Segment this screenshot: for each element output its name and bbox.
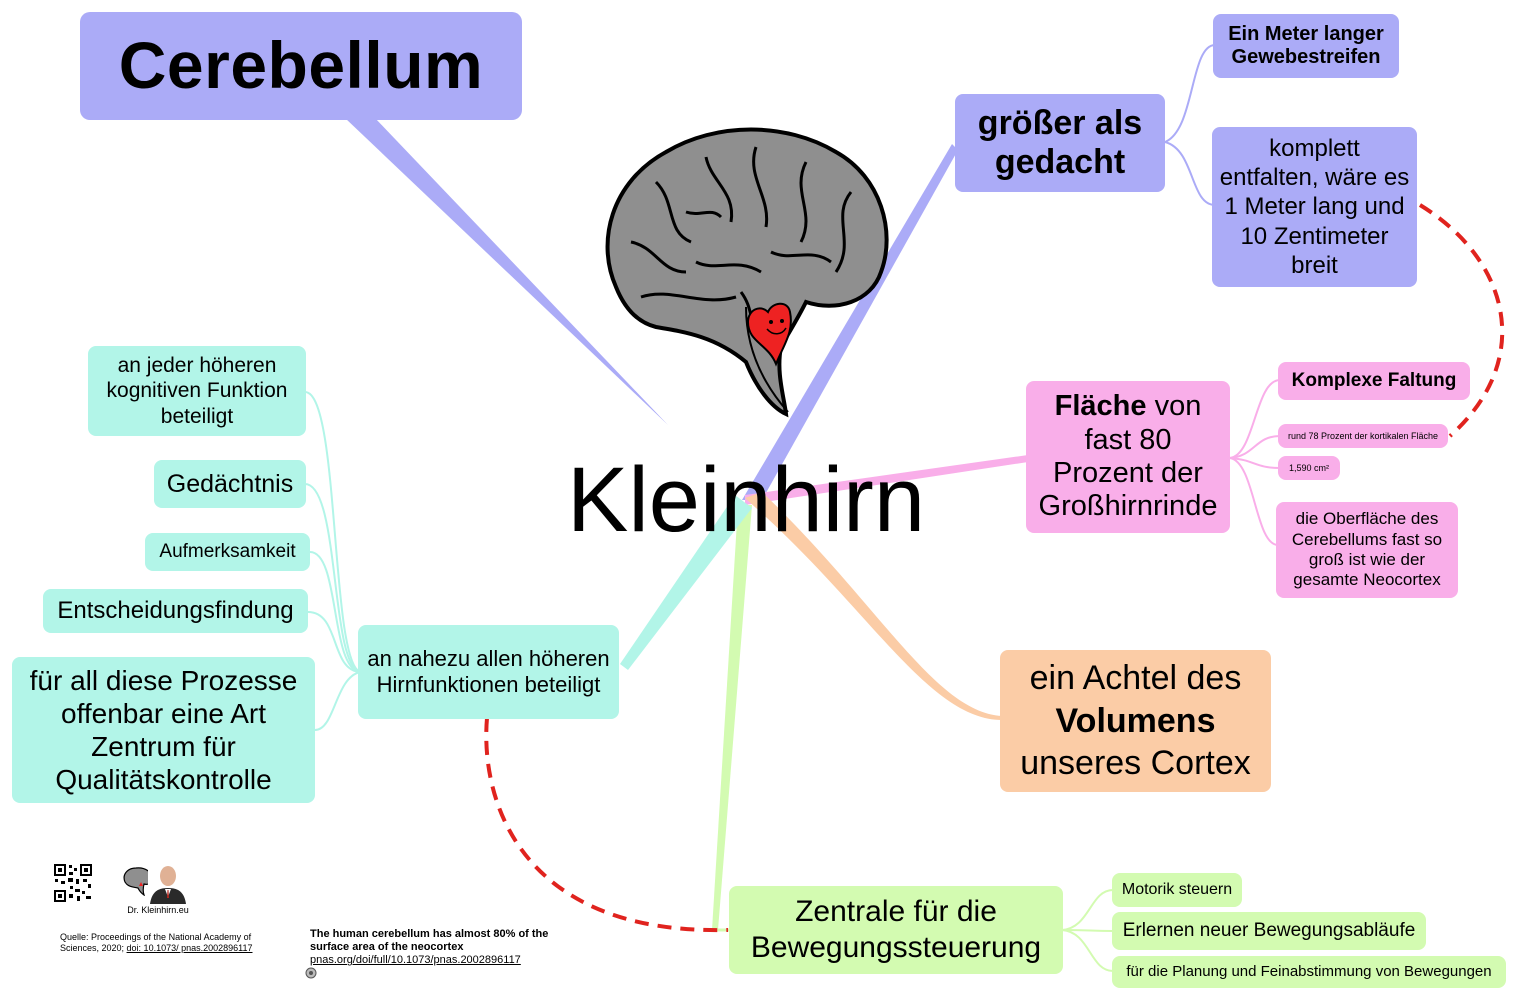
achtel-line1: ein Achtel des — [1029, 659, 1242, 698]
entscheidungsfindung-node[interactable]: Entscheidungsfindung — [43, 589, 308, 633]
motorik-node[interactable]: Motorik steuern — [1112, 873, 1242, 907]
brain-logo-icon — [123, 867, 153, 896]
teal-branch-line — [620, 495, 752, 670]
heart-icon — [746, 302, 792, 367]
orange-branch-line — [745, 492, 1002, 720]
brain-illustration — [605, 127, 889, 418]
achtel-volumen-node[interactable]: ein Achtel des Volumens unseres Cortex — [1000, 650, 1271, 792]
pink-branch-line — [745, 455, 1028, 505]
teal-sublines — [304, 391, 361, 731]
green-branch-line — [712, 505, 752, 930]
link-icon[interactable] — [305, 967, 317, 979]
source-doi-link[interactable]: doi: 10.1073/ pnas.2002896117 — [126, 942, 253, 953]
study-note-text: The human cerebellum has almost 80% of t… — [310, 928, 549, 954]
study-note: The human cerebellum has almost 80% of t… — [310, 928, 550, 968]
title-connector — [345, 118, 668, 425]
flaeche-bold: Fläche — [1054, 390, 1147, 423]
hirnfunktionen-node[interactable]: an nahezu allen höheren Hirnfunktionen b… — [358, 625, 619, 719]
title-text: Cerebellum — [118, 28, 484, 103]
flaeche-rest: von fast 80 Prozent der Großhirnrinde — [1038, 390, 1218, 523]
zentrale-node[interactable]: Zentrale für die Bewegungssteuerung — [729, 886, 1063, 974]
gedaechtnis-node[interactable]: Gedächtnis — [154, 460, 306, 508]
source-citation: Quelle: Proceedings of the National Acad… — [60, 932, 255, 954]
dashed-link-purple-pink — [1418, 203, 1505, 438]
pink-sublines — [1229, 379, 1281, 546]
oberflaeche-node[interactable]: die Oberfläche des Cerebellums fast so g… — [1276, 502, 1458, 598]
erlernen-node[interactable]: Erlernen neuer Bewegungsabläufe — [1112, 912, 1426, 950]
aufmerksamkeit-node[interactable]: Aufmerksamkeit — [145, 533, 310, 571]
dashed-link-teal-green — [484, 717, 729, 933]
qualitaetskontrolle-node[interactable]: für all diese Prozesse offenbar eine Art… — [12, 657, 315, 803]
green-sublines — [1061, 889, 1114, 972]
flaeche-node[interactable]: Fläche von fast 80 Prozent der Großhirnr… — [1026, 381, 1230, 533]
center-topic[interactable]: Kleinhirn — [567, 449, 925, 551]
flaeche-cm2-node[interactable]: 1,590 cm² — [1278, 456, 1340, 480]
komplexe-faltung-node[interactable]: Komplexe Faltung — [1278, 362, 1470, 400]
achtel-line3: unseres Cortex — [1020, 744, 1251, 783]
qr-code-icon[interactable] — [53, 863, 93, 903]
study-link[interactable]: pnas.org/doi/full/10.1073/pnas.200289611… — [310, 954, 521, 967]
kognitive-funktion-node[interactable]: an jeder höheren kognitiven Funktion bet… — [88, 346, 306, 436]
title-node[interactable]: Cerebellum — [80, 12, 522, 120]
entfalten-node[interactable]: komplett entfalten, wäre es 1 Meter lang… — [1212, 127, 1417, 287]
author-photo — [148, 862, 188, 904]
purple-subline-2 — [1164, 141, 1216, 206]
source-prefix: Quelle: Proceedings of the National Acad… — [60, 932, 252, 953]
78-prozent-node[interactable]: rund 78 Prozent der kortikalen Fläche — [1278, 424, 1448, 448]
author-label: Dr. Kleinhirn.eu — [127, 905, 189, 915]
meter-gewebestreifen-node[interactable]: Ein Meter langer Gewebestreifen — [1213, 14, 1399, 78]
achtel-line2: Volumens — [1055, 701, 1216, 740]
purple-subline-1 — [1164, 44, 1216, 143]
purple-branch-line — [742, 144, 958, 500]
planung-node[interactable]: für die Planung und Feinabstimmung von B… — [1112, 956, 1506, 988]
groesser-node[interactable]: größer als gedacht — [955, 94, 1165, 192]
